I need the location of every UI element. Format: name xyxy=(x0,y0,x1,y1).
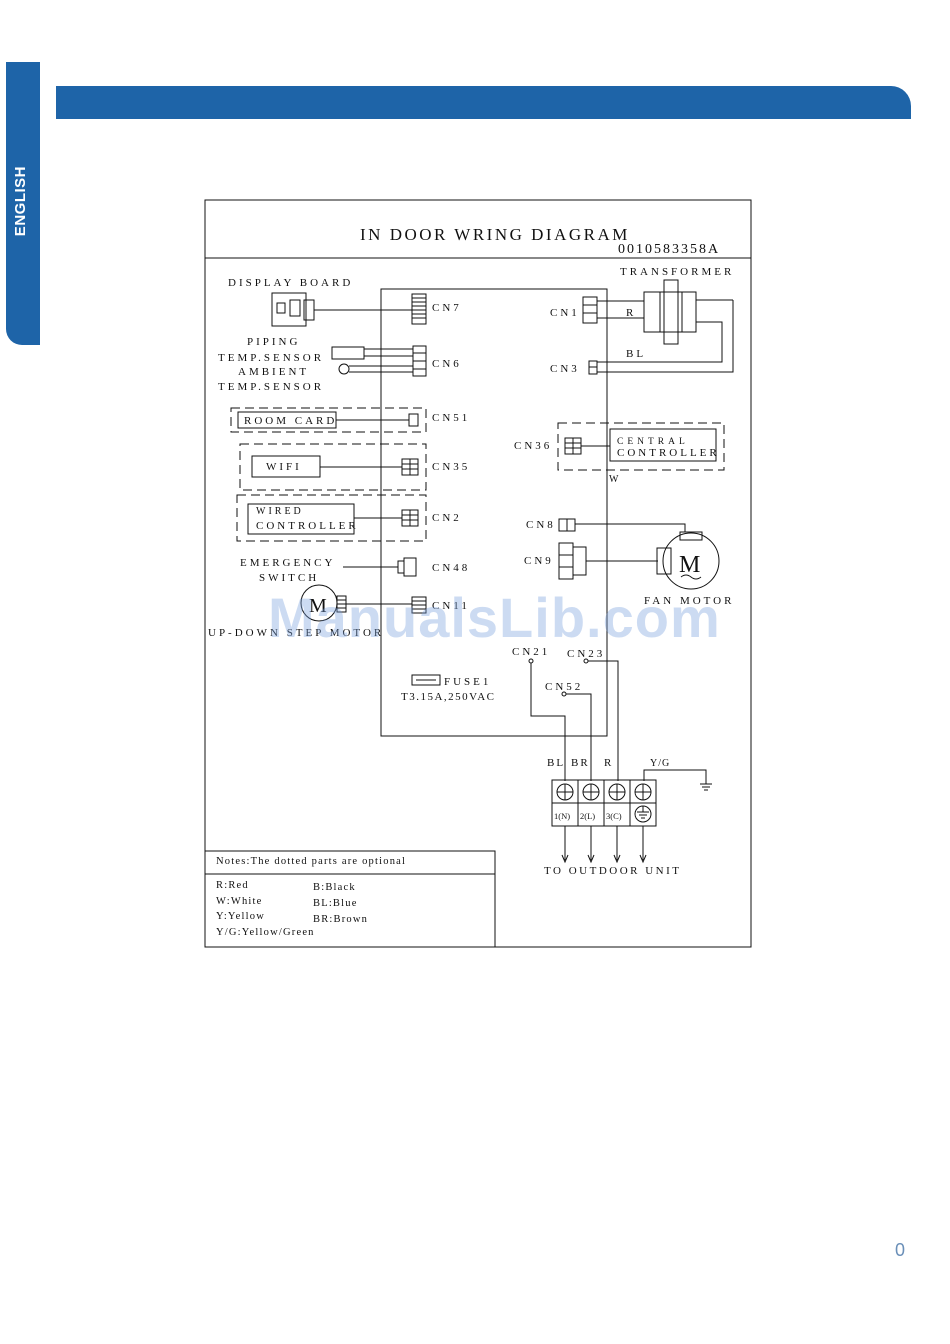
wire-label-yg: Y/G xyxy=(650,758,670,769)
cn1-label: CN1 xyxy=(550,307,580,319)
emergency-switch-label-2: SWITCH xyxy=(259,572,319,584)
fuse-label: FUSE1 xyxy=(444,676,491,688)
wire-label-br: BR xyxy=(571,757,590,769)
wifi-optional-area xyxy=(239,443,427,491)
cn52-label: CN52 xyxy=(545,681,583,693)
cn51-connector xyxy=(408,413,419,427)
cn48-connector xyxy=(403,557,417,577)
cn21-terminal xyxy=(528,658,534,664)
transformer-label: TRANSFORMER xyxy=(620,266,734,278)
fan-motor-label: FAN MOTOR xyxy=(644,595,734,607)
piping-sensor-probe xyxy=(331,346,365,360)
cn7-label: CN7 xyxy=(432,302,462,314)
wired-controller-label-2: CONTROLLER xyxy=(256,520,359,532)
wire-w-label: W xyxy=(609,474,619,485)
cn3-label: CN3 xyxy=(550,363,580,375)
cn35-label: CN35 xyxy=(432,461,470,473)
wire-bl-label: BL xyxy=(626,348,646,360)
updown-motor-label: UP-DOWN STEP MOTOR xyxy=(208,627,384,639)
central-controller-box xyxy=(609,428,717,462)
cn21-label: CN21 xyxy=(512,646,550,658)
legend-blue: BL:Blue xyxy=(313,898,358,909)
room-card-label: ROOM CARD xyxy=(244,415,337,427)
cn9-connector xyxy=(558,542,574,580)
page-number: 0 xyxy=(895,1240,906,1260)
cn48-label: CN48 xyxy=(432,562,470,574)
legend-yellow: Y:Yellow xyxy=(216,911,265,922)
piping-sensor-label-1: PIPING xyxy=(247,336,300,348)
terminal-1n: 1(N) xyxy=(554,811,570,821)
language-side-tab xyxy=(6,62,40,345)
cn8-label: CN8 xyxy=(526,519,556,531)
room-card-optional-area xyxy=(230,407,427,433)
display-board-box xyxy=(271,292,307,327)
terminal-3c: 3(C) xyxy=(606,811,622,821)
fan-motor-symbol: M xyxy=(679,552,700,578)
main-control-board xyxy=(380,288,608,737)
wire-label-r: R xyxy=(604,757,613,769)
fan-motor xyxy=(662,532,720,590)
ambient-sensor-label-2: TEMP.SENSOR xyxy=(218,381,324,393)
to-outdoor-unit-label: TO OUTDOOR UNIT xyxy=(544,865,682,877)
wired-controller-label-1: WIRED xyxy=(256,506,304,517)
wired-controller-box xyxy=(247,503,355,535)
wire-r-label: R xyxy=(626,307,636,319)
ambient-sensor-probe xyxy=(338,363,350,375)
wire-label-bl: BL xyxy=(547,757,565,769)
terminal-2l: 2(L) xyxy=(580,811,595,821)
fuse-symbol xyxy=(411,674,441,686)
piping-sensor-label-2: TEMP.SENSOR xyxy=(218,352,324,364)
notes-heading: Notes:The dotted parts are optional xyxy=(216,856,406,867)
notes-legend-box xyxy=(204,850,496,948)
diagram-code: 0010583358A xyxy=(618,242,720,257)
transformer-body xyxy=(643,291,697,333)
emergency-switch-label-1: EMERGENCY xyxy=(240,557,335,569)
fuse-rating: T3.15A,250VAC xyxy=(401,691,495,703)
cn51-label: CN51 xyxy=(432,412,470,424)
cn1-connector xyxy=(582,296,598,324)
cn23-label: CN23 xyxy=(567,648,605,660)
header-bar xyxy=(56,86,911,119)
cn2-label: CN2 xyxy=(432,512,462,524)
diagram-title: IN DOOR WRING DIAGRAM xyxy=(360,225,630,244)
cn7-connector xyxy=(411,293,427,325)
central-controller-label-2: CONTROLLER xyxy=(617,447,720,459)
cn9-label: CN9 xyxy=(524,555,554,567)
legend-white: W:White xyxy=(216,896,263,907)
legend-black: B:Black xyxy=(313,882,356,893)
wifi-label: WIFI xyxy=(266,461,302,473)
cn36-label: CN36 xyxy=(514,440,552,452)
display-board-label: DISPLAY BOARD xyxy=(228,277,353,289)
wired-controller-optional-area xyxy=(236,494,427,542)
cn6-label: CN6 xyxy=(432,358,462,370)
central-controller-optional-area xyxy=(557,422,725,471)
legend-brown: BR:Brown xyxy=(313,914,368,925)
legend-red: R:Red xyxy=(216,880,249,891)
updown-motor-symbol: M xyxy=(309,595,327,617)
legend-yellow-green: Y/G:Yellow/Green xyxy=(216,927,315,938)
cn11-label: CN11 xyxy=(432,600,470,612)
ambient-sensor-label-1: AMBIENT xyxy=(238,366,309,378)
central-controller-label-1: CENTRAL xyxy=(617,437,689,447)
